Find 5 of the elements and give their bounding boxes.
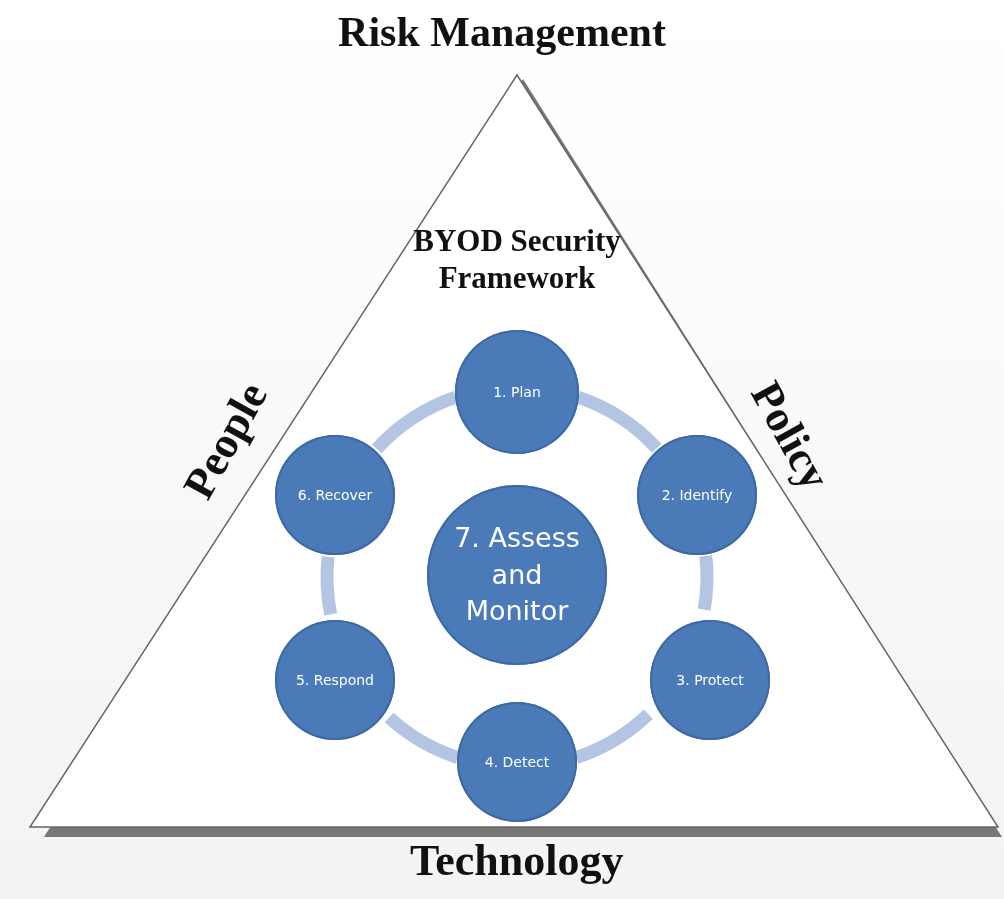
framework-heading: BYOD Security Framework (412, 222, 622, 297)
ring-connector (320, 556, 338, 616)
diagram-title: Risk Management (337, 8, 667, 56)
side-label: Technology (410, 834, 624, 886)
ring-connector (697, 555, 714, 611)
